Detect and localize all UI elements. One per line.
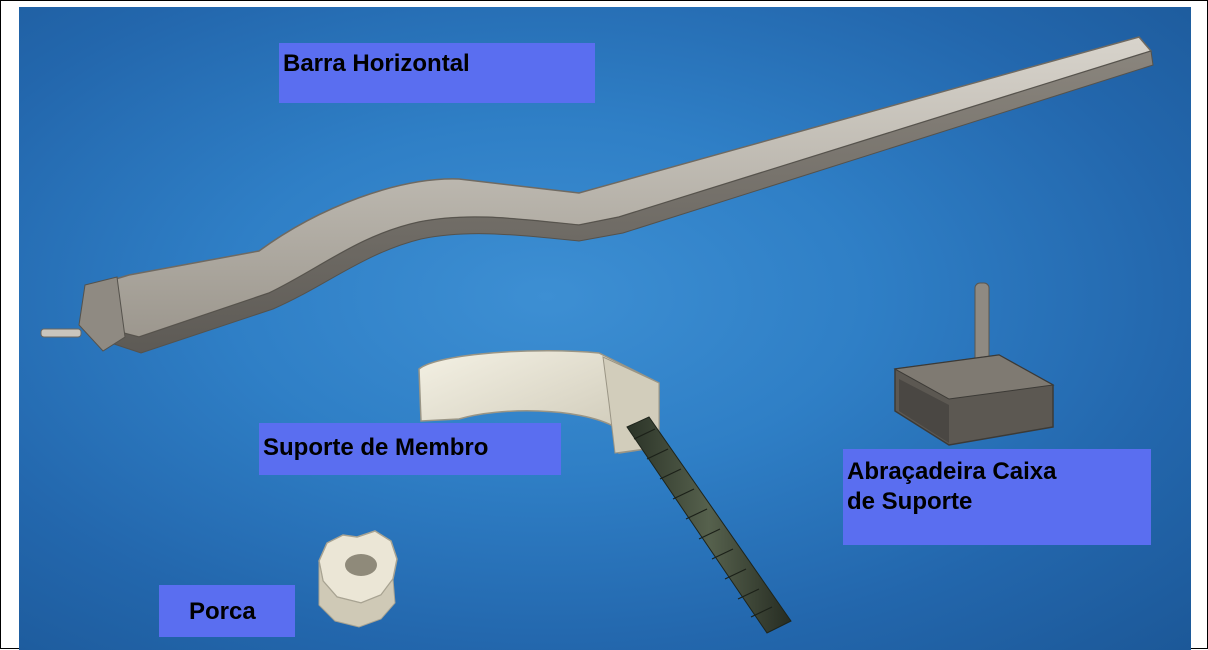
support-box-clamp [893, 282, 1055, 446]
limb-support [418, 349, 792, 634]
label-nut: Porca [159, 585, 295, 637]
nut [318, 530, 398, 628]
label-support-box-clamp: Abraçadeira Caixa de Suporte [843, 449, 1151, 545]
horizontal-bar [40, 36, 1154, 354]
photo-illustration [40, 36, 1154, 634]
label-limb-support: Suporte de Membro [259, 423, 561, 475]
label-horizontal-bar: Barra Horizontal [279, 43, 595, 103]
product-photo [19, 7, 1191, 650]
